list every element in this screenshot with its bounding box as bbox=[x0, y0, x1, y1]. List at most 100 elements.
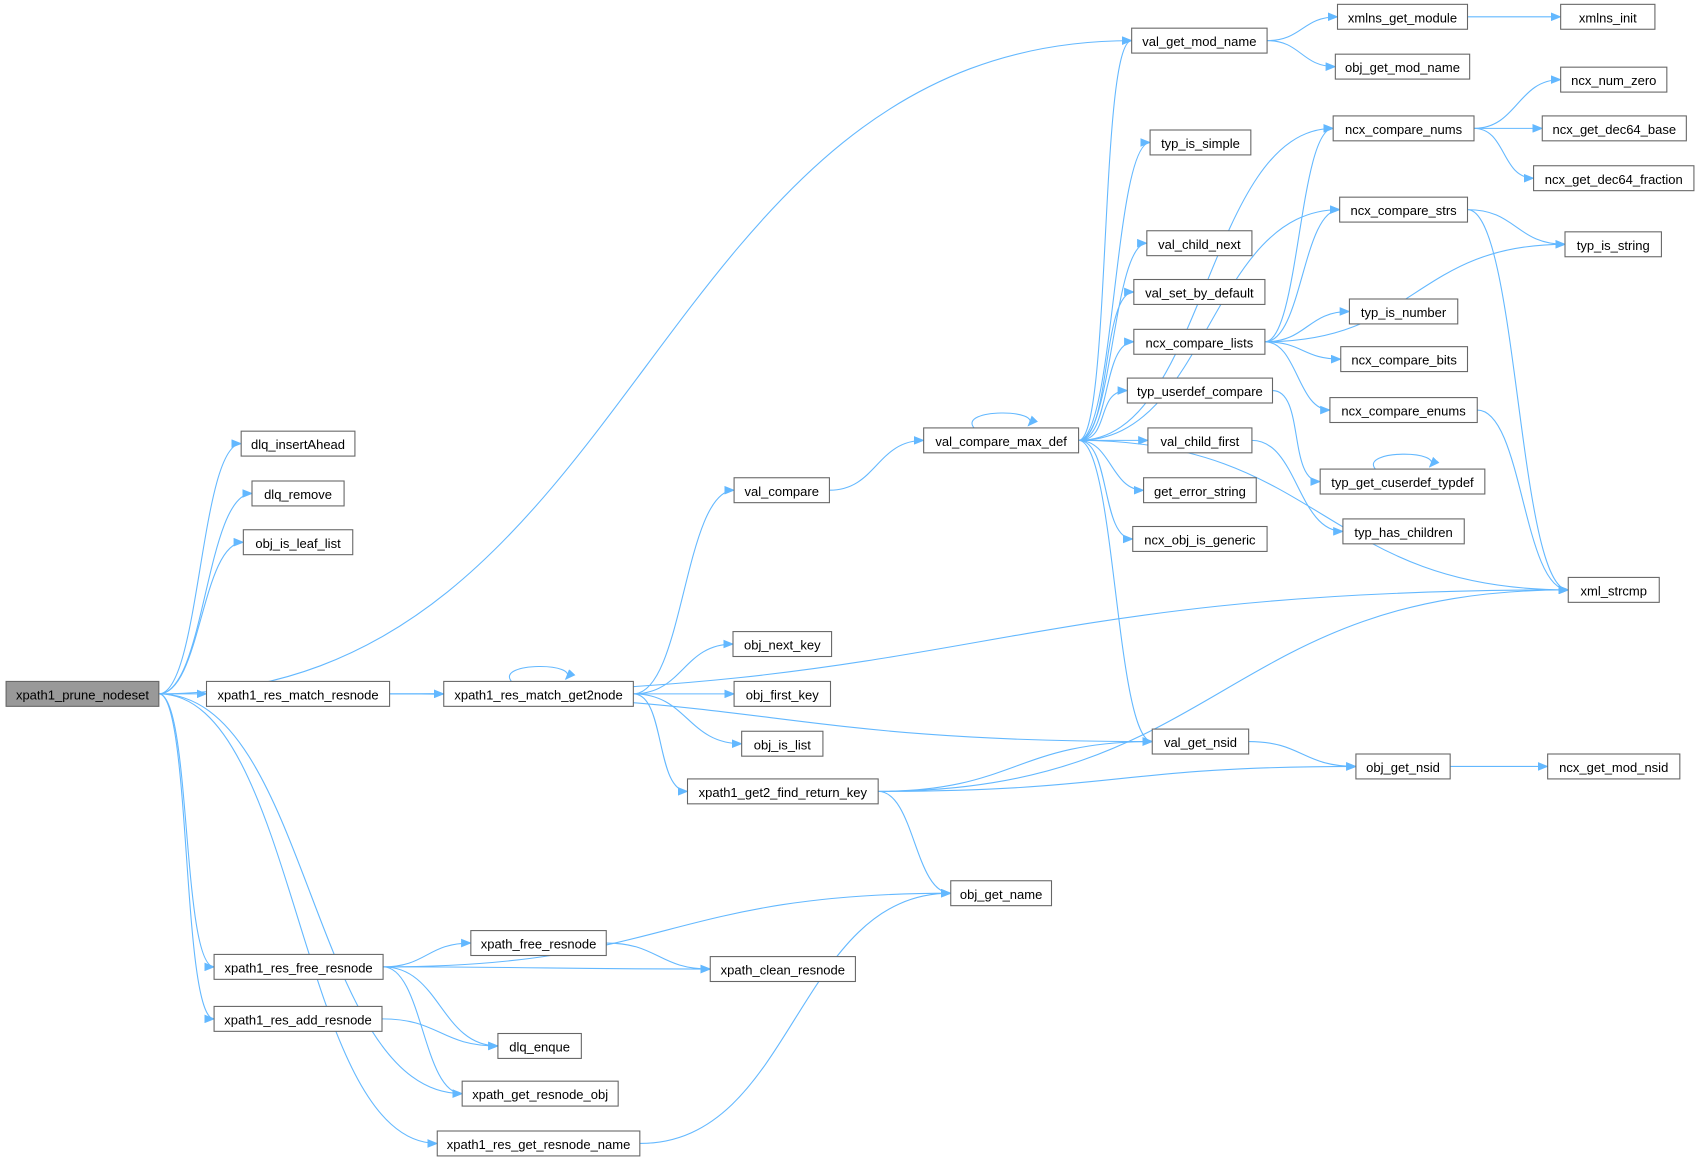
edge-xpath1-res-free-resnode-to-xpath-free-resnode bbox=[383, 938, 472, 968]
edge-val-compare-to-val-compare-max-def bbox=[829, 436, 925, 491]
node-box bbox=[1547, 753, 1681, 780]
edge-ncx-compare-lists-to-typ-is-string bbox=[1264, 239, 1567, 343]
node-typ-is-string: typ_is_string bbox=[1564, 231, 1662, 258]
node-box bbox=[1131, 27, 1268, 54]
node-box bbox=[923, 427, 1080, 454]
node-box bbox=[213, 1005, 383, 1032]
node-typ-get-cuserdef-typdef: typ_get_cuserdef_typdef bbox=[1319, 468, 1486, 495]
node-box bbox=[733, 477, 830, 504]
edge-val-get-mod-name-to-xmlns-get-module bbox=[1267, 12, 1339, 42]
node-obj-is-list: obj_is_list bbox=[741, 730, 824, 757]
edge-xpath1-res-match-get2node-to-obj-next-key bbox=[633, 639, 735, 695]
edge-val-compare-max-def-to-typ-userdef-compare bbox=[1078, 386, 1129, 441]
edge-ncx-compare-lists-to-ncx-compare-strs bbox=[1264, 205, 1341, 343]
edge-xpath1-get2-find-return-key-to-val-get-nsid bbox=[878, 737, 1154, 792]
node-label: typ_has_children bbox=[1354, 525, 1452, 540]
node-box bbox=[461, 1080, 619, 1107]
edge-xpath-free-resnode-to-xpath-clean-resnode bbox=[606, 942, 712, 974]
node-label: ncx_compare_enums bbox=[1341, 404, 1466, 419]
node-label: dlq_insertAhead bbox=[251, 437, 345, 452]
node-ncx-compare-enums: ncx_compare_enums bbox=[1329, 397, 1478, 424]
edge-xpath1-prune-nodeset-to-val-get-mod-name bbox=[158, 36, 1133, 695]
node-box bbox=[242, 529, 354, 556]
node-xpath1-res-match-resnode: xpath1_res_match_resnode bbox=[205, 680, 391, 707]
node-box bbox=[5, 680, 160, 707]
node-box bbox=[1329, 397, 1478, 424]
edge-val-child-first-to-typ-has-children bbox=[1251, 439, 1344, 536]
edge-xpath1-prune-nodeset-to-xpath-get-resnode-obj bbox=[158, 693, 464, 1098]
node-val-get-nsid: val_get_nsid bbox=[1151, 728, 1250, 755]
node-label: dlq_remove bbox=[264, 487, 332, 502]
node-label: xpath_free_resnode bbox=[481, 937, 597, 952]
edge-ncx-compare-enums-to-xml-strcmp bbox=[1477, 409, 1570, 595]
node-label: typ_is_number bbox=[1361, 305, 1447, 320]
node-obj-first-key: obj_first_key bbox=[733, 680, 832, 707]
node-label: ncx_obj_is_generic bbox=[1144, 533, 1256, 548]
node-xpath-free-resnode: xpath_free_resnode bbox=[470, 930, 607, 957]
node-label: ncx_num_zero bbox=[1571, 73, 1656, 88]
node-label: obj_get_name bbox=[960, 887, 1042, 902]
edge-val-get-nsid-to-obj-get-nsid bbox=[1248, 741, 1357, 771]
edge-ncx-compare-lists-to-ncx-compare-enums bbox=[1264, 341, 1331, 415]
node-label: obj_is_list bbox=[754, 737, 811, 752]
node-ncx-compare-bits: ncx_compare_bits bbox=[1340, 346, 1469, 373]
node-typ-userdef-compare: typ_userdef_compare bbox=[1126, 377, 1274, 404]
node-box bbox=[1355, 753, 1451, 780]
node-obj-get-mod-name: obj_get_mod_name bbox=[1334, 53, 1471, 80]
node-ncx-compare-lists: ncx_compare_lists bbox=[1133, 328, 1266, 355]
node-label: xpath_clean_resnode bbox=[721, 963, 845, 978]
edge-val-compare-max-def-to-val-get-nsid bbox=[1078, 439, 1154, 746]
node-xpath1-res-match-get2node: xpath1_res_match_get2node bbox=[443, 680, 634, 707]
edge-xpath1-prune-nodeset-to-xpath1-res-get-resnode-name bbox=[158, 693, 439, 1148]
node-box bbox=[709, 956, 856, 983]
node-box bbox=[1533, 165, 1695, 192]
edge-ncx-compare-strs-to-xml-strcmp bbox=[1467, 209, 1570, 595]
node-typ-is-simple: typ_is_simple bbox=[1149, 129, 1252, 156]
node-box bbox=[1151, 728, 1250, 755]
node-label: xmlns_get_module bbox=[1348, 10, 1457, 25]
node-box bbox=[1319, 468, 1486, 495]
node-box bbox=[686, 778, 879, 805]
node-dlq-remove: dlq_remove bbox=[251, 480, 345, 507]
node-typ-has-children: typ_has_children bbox=[1342, 518, 1465, 545]
edge-val-compare-max-def-to-xml-strcmp bbox=[1078, 439, 1570, 595]
node-label: obj_next_key bbox=[744, 638, 821, 653]
node-box bbox=[1560, 66, 1668, 93]
node-box bbox=[1332, 115, 1475, 142]
node-box bbox=[1336, 3, 1469, 30]
edge-xpath1-res-free-resnode-to-xpath-get-resnode-obj bbox=[383, 966, 464, 1098]
node-box bbox=[1149, 129, 1252, 156]
node-box bbox=[1541, 115, 1687, 142]
edge-xpath1-prune-nodeset-to-xpath1-res-free-resnode bbox=[158, 693, 216, 972]
edge-val-compare-max-def-to-val-get-mod-name bbox=[1078, 36, 1133, 441]
node-box bbox=[1564, 231, 1662, 258]
node-label: xpath1_res_match_resnode bbox=[217, 687, 378, 702]
node-dlq-enque: dlq_enque bbox=[497, 1032, 582, 1059]
node-label: ncx_get_dec64_base bbox=[1552, 122, 1676, 137]
node-box bbox=[470, 930, 607, 957]
node-label: typ_get_cuserdef_typdef bbox=[1331, 475, 1474, 490]
edge-val-compare-max-def-to-get-error-string bbox=[1078, 439, 1145, 495]
node-ncx-get-mod-nsid: ncx_get_mod_nsid bbox=[1547, 753, 1681, 780]
node-box bbox=[1147, 427, 1253, 454]
edge-ncx-compare-nums-to-ncx-get-dec64-fraction bbox=[1473, 127, 1535, 183]
node-box bbox=[443, 680, 634, 707]
node-label: xpath1_prune_nodeset bbox=[16, 687, 149, 702]
node-label: val_child_first bbox=[1161, 434, 1240, 449]
edge-xpath1-res-free-resnode-to-obj-get-name bbox=[383, 888, 952, 968]
node-label: ncx_compare_bits bbox=[1351, 353, 1457, 368]
node-label: val_get_nsid bbox=[1164, 735, 1237, 750]
node-box bbox=[1146, 230, 1253, 257]
edge-xpath1-prune-nodeset-to-dlq-remove bbox=[158, 489, 254, 695]
node-dlq-insertahead: dlq_insertAhead bbox=[240, 430, 356, 457]
node-box bbox=[1143, 477, 1257, 504]
node-xpath1-res-get-resnode-name: xpath1_res_get_resnode_name bbox=[436, 1130, 641, 1157]
node-box bbox=[1560, 3, 1656, 30]
node-label: xpath1_res_match_get2node bbox=[454, 687, 622, 702]
node-xpath1-res-free-resnode: xpath1_res_free_resnode bbox=[213, 953, 384, 980]
node-val-compare-max-def: val_compare_max_def bbox=[923, 427, 1080, 454]
node-label: val_child_next bbox=[1158, 237, 1241, 252]
edge-xpath1-get2-find-return-key-to-obj-get-nsid bbox=[878, 762, 1357, 792]
node-ncx-num-zero: ncx_num_zero bbox=[1560, 66, 1668, 93]
node-obj-get-name: obj_get_name bbox=[950, 880, 1053, 907]
